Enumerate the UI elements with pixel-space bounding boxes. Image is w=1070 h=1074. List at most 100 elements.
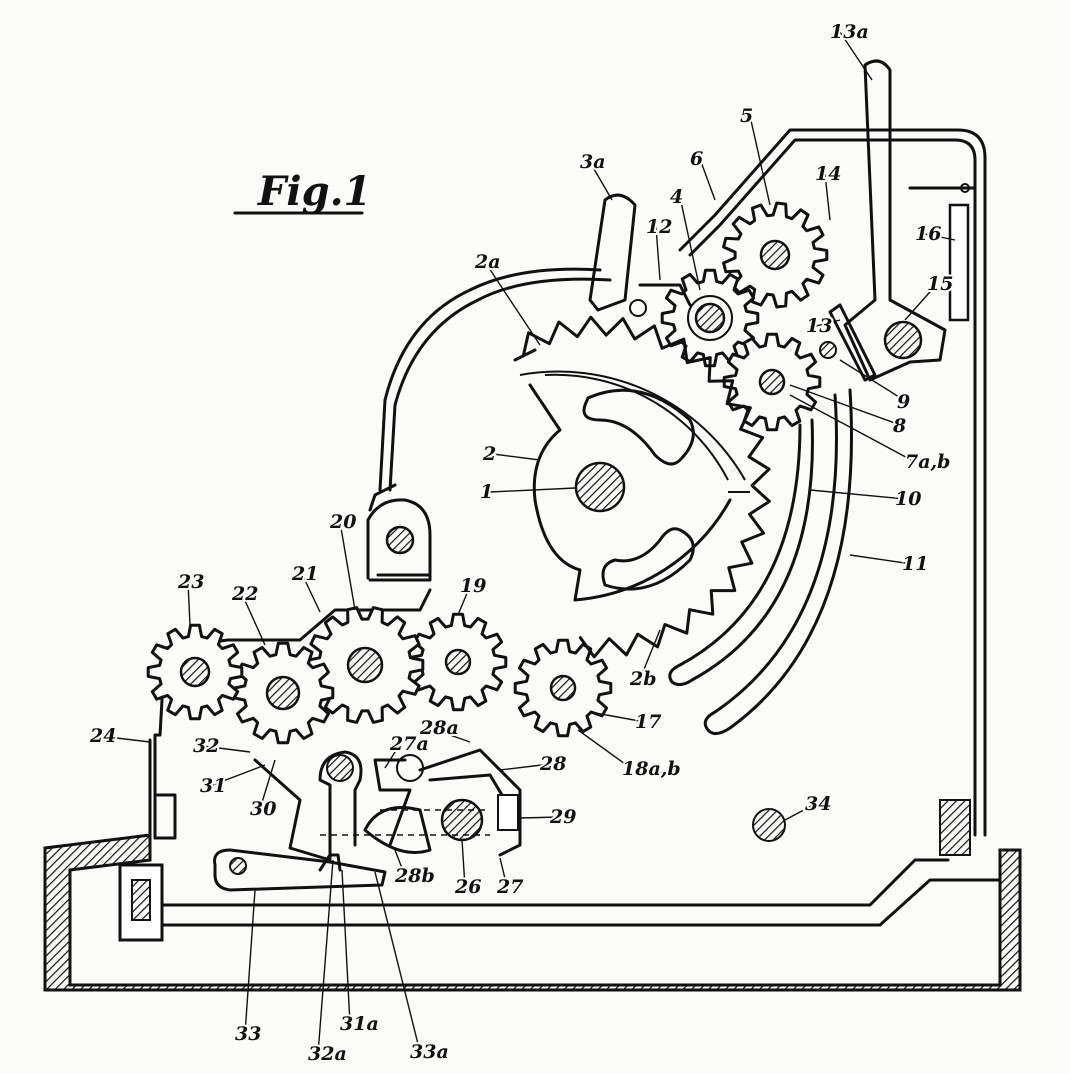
leader-l32 <box>202 745 251 753</box>
leader-l32a <box>317 859 334 1055</box>
leader-l13 <box>815 319 841 327</box>
leader-l6 <box>699 158 716 201</box>
lower-mechanism <box>213 748 786 892</box>
gear-17 <box>513 638 613 738</box>
leader-l30 <box>259 759 276 810</box>
leader-l14 <box>824 173 831 221</box>
leader-l26 <box>461 839 466 888</box>
label-l1: 1 <box>480 481 493 503</box>
label-l28a: 28a <box>419 717 459 739</box>
label-l31: 31 <box>200 775 226 797</box>
label-l30: 30 <box>250 798 276 820</box>
label-l14: 14 <box>815 163 841 185</box>
leader-l4 <box>679 196 701 291</box>
leader-l7ab <box>789 394 916 463</box>
pivot-bracket <box>366 498 432 580</box>
leader-l28b <box>394 849 406 877</box>
label-l18ab: 18a,b <box>622 758 681 780</box>
label-l7ab: 7a,b <box>905 451 950 473</box>
label-l5: 5 <box>740 105 753 127</box>
gear-7 <box>722 332 822 432</box>
label-l28b: 28b <box>394 865 435 887</box>
leader-l27a <box>384 743 401 769</box>
gear-23 <box>146 623 244 721</box>
leader-l3a <box>589 161 613 201</box>
label-l21: 21 <box>291 563 318 585</box>
base-plate <box>43 799 1022 992</box>
leader-l8 <box>789 384 904 427</box>
leader-l15 <box>904 283 938 321</box>
label-l27a: 27a <box>389 733 429 755</box>
leader-l22 <box>241 593 266 646</box>
label-l20: 20 <box>329 511 356 533</box>
gear-5 <box>722 201 829 309</box>
label-l32a: 32a <box>308 1043 347 1065</box>
leader-l2a <box>484 261 541 346</box>
leader-l2 <box>492 453 541 461</box>
leader-l29 <box>519 816 561 819</box>
leader-l2b <box>639 629 661 680</box>
label-l13a: 13a <box>830 21 869 43</box>
leader-l5 <box>749 115 771 206</box>
reference-labels: 122a2b3a4567a,b891011121313a1415161718a,… <box>87 19 956 1067</box>
label-l28: 28 <box>539 753 566 775</box>
label-l6: 6 <box>690 148 703 170</box>
leader-l9 <box>839 359 908 403</box>
label-l26: 26 <box>454 876 481 898</box>
label-l33a: 33a <box>410 1041 449 1063</box>
label-l10: 10 <box>895 488 921 510</box>
leader-l28 <box>499 763 551 771</box>
curved-guides <box>668 388 853 735</box>
sector-teeth <box>521 315 771 659</box>
gear-20 <box>305 606 425 724</box>
label-l2b: 2b <box>629 668 657 690</box>
leader-l11 <box>849 554 913 565</box>
label-l16: 16 <box>915 223 941 245</box>
label-l11: 11 <box>902 553 928 575</box>
label-l3a: 3a <box>580 151 606 173</box>
leader-l33 <box>244 889 256 1035</box>
label-l9: 9 <box>897 391 910 413</box>
lever-13a <box>819 59 977 382</box>
label-l34: 34 <box>805 793 831 815</box>
label-l2a: 2a <box>474 251 501 273</box>
label-l8: 8 <box>892 415 906 437</box>
label-l33: 33 <box>235 1023 261 1045</box>
label-l13: 13 <box>806 315 832 337</box>
casing <box>148 128 987 840</box>
leader-l17 <box>589 711 646 723</box>
label-l29: 29 <box>549 806 576 828</box>
leader-l1 <box>489 487 576 493</box>
leader-l27 <box>499 857 508 888</box>
label-l4: 4 <box>670 186 683 208</box>
leader-l10 <box>809 489 906 500</box>
figure-title: Fig.1 <box>257 168 371 215</box>
label-l22: 22 <box>231 583 258 605</box>
label-l27: 27 <box>496 876 523 898</box>
gear-22 <box>231 641 335 745</box>
leader-l21 <box>301 573 321 613</box>
label-l23: 23 <box>177 571 204 593</box>
leader-l16 <box>924 233 956 241</box>
label-l32: 32 <box>193 735 219 757</box>
label-l15: 15 <box>927 273 953 295</box>
leader-l34 <box>784 803 816 821</box>
main-sector <box>513 348 750 602</box>
leader-l12 <box>655 226 661 281</box>
gear-layer <box>146 201 829 745</box>
leader-l20 <box>339 521 356 611</box>
leader-l24 <box>99 735 151 743</box>
gear-19 <box>408 612 508 712</box>
label-l2: 2 <box>482 443 496 465</box>
leader-l33a <box>374 871 421 1053</box>
leader-l18ab <box>577 729 633 770</box>
label-l12: 12 <box>646 216 672 238</box>
leader-l31a <box>341 869 351 1025</box>
label-l17: 17 <box>635 711 661 733</box>
label-l24: 24 <box>89 725 116 747</box>
leader-l31 <box>209 764 266 787</box>
leader-l19 <box>457 585 471 616</box>
leader-l23 <box>187 581 191 626</box>
leader-l13a <box>839 31 873 81</box>
